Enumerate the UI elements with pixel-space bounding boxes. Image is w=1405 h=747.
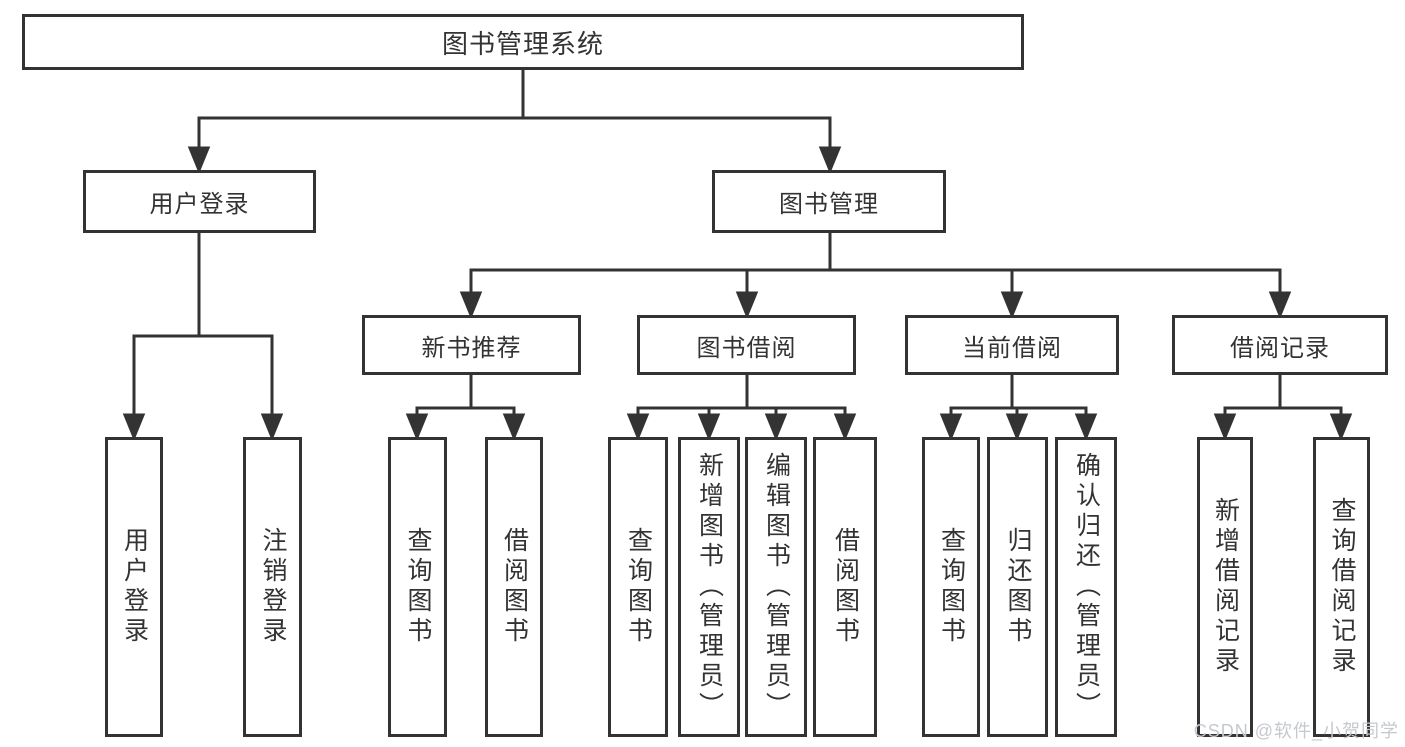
node-label: 用户登录 bbox=[149, 191, 250, 218]
node-label: 图书管理 bbox=[779, 191, 879, 218]
csdn-watermark: CSDN @软件_小贺同学 bbox=[1193, 721, 1399, 741]
leaf-label: 查询图书 bbox=[624, 527, 653, 647]
connector-book-borrow-to-leaves bbox=[626, 375, 857, 441]
connector-new-book-to-leaves bbox=[405, 375, 526, 441]
node-label: 新书推荐 bbox=[421, 334, 522, 362]
leaf-label: 用户登录 bbox=[120, 527, 149, 647]
node-new-book-recommendation: 新书推荐 bbox=[362, 315, 581, 375]
leaf-label: 查询图书 bbox=[937, 527, 966, 647]
leaf-user-login: 用户登录 bbox=[105, 437, 163, 737]
leaf-label: 归还图书 bbox=[1004, 527, 1032, 647]
leaf-label: 注销登录 bbox=[259, 527, 287, 647]
leaf-query-borrow-record: 查询借阅记录 bbox=[1313, 437, 1370, 737]
leaf-query-books-recommend: 查询图书 bbox=[388, 437, 447, 737]
leaf-edit-books-admin: 编辑图书（管理员） bbox=[745, 437, 807, 737]
leaf-label: 借阅图书 bbox=[831, 527, 860, 647]
leaf-add-books-admin: 新增图书（管理员） bbox=[678, 437, 740, 737]
connector-root-to-level2 bbox=[187, 70, 842, 174]
leaf-label: 新增图书（管理员） bbox=[695, 452, 724, 722]
connector-book-management-to-level3 bbox=[459, 233, 1292, 319]
leaf-label: 新增借阅记录 bbox=[1211, 497, 1240, 677]
leaf-query-books-current: 查询图书 bbox=[922, 437, 980, 737]
node-label: 借阅记录 bbox=[1230, 334, 1330, 362]
leaf-logout: 注销登录 bbox=[243, 437, 302, 737]
leaf-confirm-return-admin: 确认归还（管理员） bbox=[1055, 437, 1117, 737]
node-borrow-records: 借阅记录 bbox=[1172, 315, 1388, 375]
node-library-management-system: 图书管理系统 bbox=[22, 14, 1024, 70]
node-label: 图书借阅 bbox=[696, 334, 797, 362]
leaf-label: 查询借阅记录 bbox=[1328, 497, 1356, 677]
node-current-borrowing: 当前借阅 bbox=[905, 315, 1119, 375]
node-book-borrowing: 图书借阅 bbox=[637, 315, 856, 375]
leaf-label: 借阅图书 bbox=[500, 527, 529, 647]
node-user-login: 用户登录 bbox=[83, 170, 316, 233]
connector-user-login-to-leaves bbox=[122, 233, 284, 441]
node-label: 当前借阅 bbox=[962, 334, 1062, 362]
leaf-borrow-books: 借阅图书 bbox=[813, 437, 877, 737]
leaf-label: 编辑图书（管理员） bbox=[762, 452, 791, 722]
leaf-return-books: 归还图书 bbox=[987, 437, 1048, 737]
connector-borrow-record-to-leaves bbox=[1213, 375, 1353, 441]
leaf-label: 查询图书 bbox=[404, 527, 432, 647]
leaf-label: 确认归还（管理员） bbox=[1072, 452, 1101, 722]
leaf-borrow-books-recommend: 借阅图书 bbox=[485, 437, 543, 737]
leaf-add-borrow-record: 新增借阅记录 bbox=[1197, 437, 1253, 737]
node-label: 图书管理系统 bbox=[441, 28, 604, 59]
leaf-query-books-borrow: 查询图书 bbox=[608, 437, 668, 737]
connector-current-borrow-to-leaves bbox=[939, 375, 1098, 441]
node-book-management: 图书管理 bbox=[712, 170, 946, 233]
